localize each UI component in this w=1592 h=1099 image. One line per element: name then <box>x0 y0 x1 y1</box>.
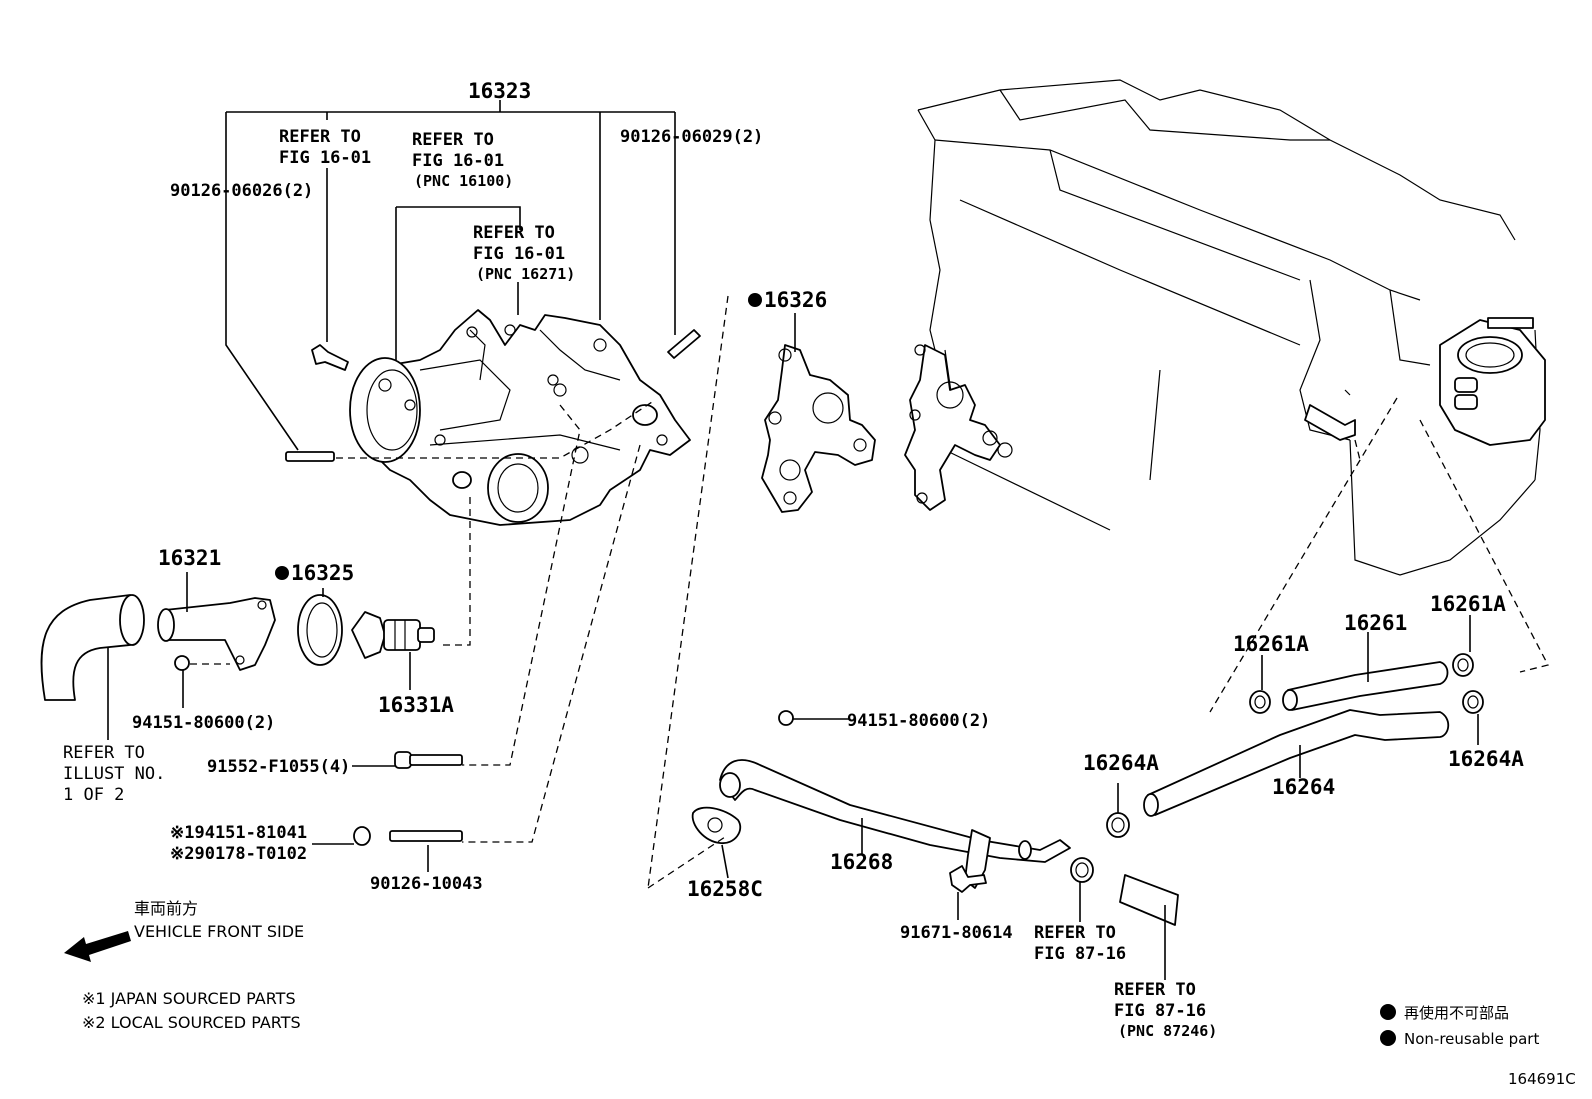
label-refer-illust-line2: ILLUST NO. <box>63 764 165 784</box>
label-16264a-left: 16264A <box>1083 751 1159 775</box>
bolt-upper-illustration <box>311 344 349 371</box>
hose-16261-illustration <box>1282 661 1449 711</box>
gasket-16325-illustration <box>297 594 343 666</box>
label-refer-87-16-b-line3: (PNC 87246) <box>1118 1022 1217 1040</box>
engine-block-illustration <box>904 79 1546 576</box>
sourcing-notes: ※1 JAPAN SOURCED PARTS ※2 LOCAL SOURCED … <box>82 989 301 1032</box>
hose-lower-right-illustration <box>1119 874 1179 926</box>
leader-lines <box>107 100 1549 980</box>
label-16321: 16321 <box>158 546 221 570</box>
gasket-16326-illustration <box>761 344 876 513</box>
label-90126-06029: 90126-06029(2) <box>620 127 763 147</box>
legend: 再使用不可部品 Non-reusable part <box>1380 1004 1539 1048</box>
label-16261: 16261 <box>1344 611 1407 635</box>
clamp-16261a-left-illustration <box>1249 690 1271 714</box>
label-16264a-right: 16264A <box>1448 747 1524 771</box>
clamp-16261a-right-illustration <box>1452 653 1474 677</box>
label-refer-16-01-a-line1: REFER TO <box>279 127 361 147</box>
label-16268: 16268 <box>830 850 893 874</box>
label-16264: 16264 <box>1272 775 1335 799</box>
stud-90126-06026-illustration <box>285 451 335 462</box>
label-90178-t0102: ※290178-T0102 <box>170 844 307 864</box>
label-refer-illust-line3: 1 OF 2 <box>63 785 124 805</box>
direction-label-jp: 車両前方 <box>134 899 198 918</box>
bolt-91671-illustration <box>949 865 987 893</box>
water-pump-illustration <box>349 309 691 526</box>
stud-90126-06029-illustration <box>667 329 701 359</box>
label-refer-16-01-a-line2: FIG 16-01 <box>279 148 371 168</box>
bolt-91552-illustration <box>394 751 463 769</box>
part-labels: 16323 REFER TO FIG 16-01 REFER TO FIG 16… <box>63 79 1524 1040</box>
label-16258c: 16258C <box>687 877 763 901</box>
throttle-body-illustration <box>1304 317 1546 446</box>
water-inlet-16321-illustration <box>157 597 276 671</box>
label-91671-80614: 91671-80614 <box>900 923 1013 943</box>
nut-94151-80600-a-illustration <box>174 655 190 671</box>
label-94151-80600-b: 94151-80600(2) <box>847 711 990 731</box>
clamp-87-16-illustration <box>1070 857 1094 883</box>
label-refer-16-01-b-line1: REFER TO <box>412 130 494 150</box>
arrow-left-icon <box>64 931 131 962</box>
label-16261a-left: 16261A <box>1233 632 1309 656</box>
legend-label-jp: 再使用不可部品 <box>1404 1004 1509 1022</box>
label-16331a: 16331A <box>378 693 454 717</box>
label-refer-16-01-c-line3: (PNC 16271) <box>476 265 575 283</box>
label-16323: 16323 <box>468 79 531 103</box>
hose-16264-illustration <box>1143 709 1450 817</box>
clamp-16264a-left-illustration <box>1106 812 1130 838</box>
filled-circle-icon <box>1380 1004 1396 1020</box>
water-pipe-16268-illustration <box>719 710 1071 889</box>
nut-94151-81041-illustration <box>353 826 371 846</box>
label-16325: 16325 <box>291 561 354 585</box>
filled-circle-icon <box>1380 1030 1396 1046</box>
label-refer-illust-line1: REFER TO <box>63 743 145 763</box>
figure-id: 164691C <box>1508 1070 1576 1088</box>
direction-label-en: VEHICLE FRONT SIDE <box>134 922 304 941</box>
label-refer-16-01-b-line3: (PNC 16100) <box>414 172 513 190</box>
label-91552-f1055: 91552-F1055(4) <box>207 757 350 777</box>
label-16326: 16326 <box>764 288 827 312</box>
radiator-hose-illustration <box>40 594 145 701</box>
non-reusable-mark-16326 <box>748 293 762 307</box>
label-16261a-right: 16261A <box>1430 592 1506 616</box>
gasket-16258c-illustration <box>691 806 742 844</box>
label-90126-10043: 90126-10043 <box>370 874 483 894</box>
legend-label-en: Non-reusable part <box>1404 1030 1539 1048</box>
note-local-sourced: ※2 LOCAL SOURCED PARTS <box>82 1013 301 1032</box>
label-refer-16-01-c-line1: REFER TO <box>473 223 555 243</box>
label-refer-87-16-a-line2: FIG 87-16 <box>1034 944 1126 964</box>
label-94151-80600-a: 94151-80600(2) <box>132 713 275 733</box>
label-90126-06026: 90126-06026(2) <box>170 181 313 201</box>
label-refer-87-16-b-line2: FIG 87-16 <box>1114 1001 1206 1021</box>
note-japan-sourced: ※1 JAPAN SOURCED PARTS <box>82 989 296 1008</box>
label-94151-81041: ※194151-81041 <box>170 823 307 843</box>
label-refer-87-16-a-line1: REFER TO <box>1034 923 1116 943</box>
clamp-16264a-right-illustration <box>1462 690 1484 714</box>
non-reusable-mark-16325 <box>275 566 289 580</box>
label-refer-87-16-b-line1: REFER TO <box>1114 980 1196 1000</box>
label-refer-16-01-c-line2: FIG 16-01 <box>473 244 565 264</box>
vehicle-front-indicator: 車両前方 VEHICLE FRONT SIDE <box>64 899 304 962</box>
label-refer-16-01-b-line2: FIG 16-01 <box>412 151 504 171</box>
stud-90126-10043-illustration <box>389 830 463 842</box>
thermostat-16331a-illustration <box>351 611 435 659</box>
